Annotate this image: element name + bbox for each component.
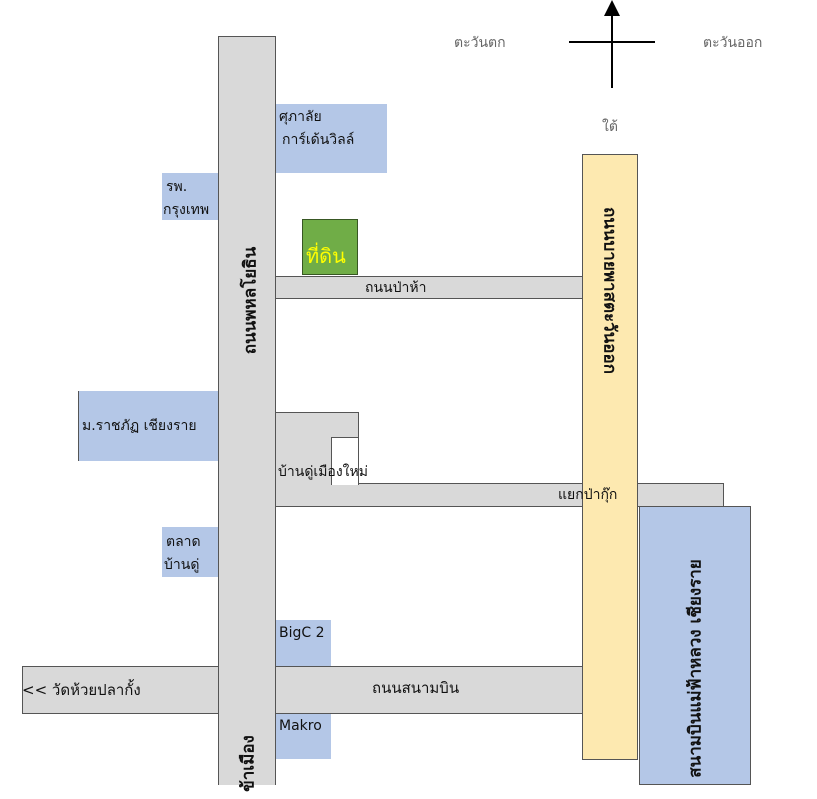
hospital-label-line1: รพ.	[166, 179, 188, 195]
market-label-line2: บ้านดู่	[164, 557, 200, 573]
bypass-east-road	[582, 154, 638, 760]
phahonyothin-road-label: ถนนพหลโยธิน	[240, 246, 261, 355]
phahonyothin-bottom-label: ข้าเมือง	[238, 735, 259, 792]
compass-east-label: ตะวันออก	[703, 35, 763, 51]
compass	[560, 0, 670, 100]
suphalai-box	[276, 104, 387, 173]
compass-west-label: ตะวันตก	[454, 35, 506, 51]
airport-box	[639, 506, 751, 785]
pa-ha-road	[274, 276, 584, 299]
rajabhat-label: ม.ราชภัฏ เชียงราย	[82, 418, 197, 434]
makro-label: Makro	[279, 718, 322, 734]
airport-name-label: สนามบินแม่ฟ้าหลวง เชียงราย	[685, 559, 706, 778]
land-label: ที่ดิน	[306, 244, 346, 268]
pa-ha-road-label: ถนนป่าห้า	[365, 280, 427, 296]
bigc-box	[276, 620, 331, 667]
airport-road-label: ถนนสนามบิน	[372, 679, 460, 697]
wat-huai-pla-kang-label: << วัดห้วยปลากั้ง	[22, 681, 141, 699]
phahonyothin-road	[218, 36, 276, 785]
yaek-pa-kuk-label: แยกป่ากุ๊ก	[558, 487, 618, 503]
compass-south-label: ใต้	[602, 119, 618, 135]
market-label-line1: ตลาด	[166, 534, 201, 550]
north-arrow-icon	[604, 0, 620, 16]
suphalai-label-line2: การ์เด้นวิลล์	[282, 132, 355, 148]
phahonyothin-airport-junction	[219, 667, 275, 713]
ban-du-side-road-inner	[331, 437, 358, 485]
suphalai-label-line1: ศุภาลัย	[279, 109, 322, 125]
compass-vertical-line	[611, 12, 613, 88]
ban-du-label: บ้านดู่เมืองใหม่	[278, 464, 368, 480]
hospital-box	[162, 173, 218, 220]
rajabhat-box	[78, 391, 219, 461]
hospital-label-line2: กรุงเทพ	[163, 202, 210, 218]
bypass-east-road-label: ถนนบายพาสตะวันออก	[599, 206, 620, 374]
market-box	[162, 527, 218, 577]
land-plot	[302, 219, 358, 275]
bigc-label: BigC 2	[279, 625, 325, 641]
makro-box	[276, 713, 331, 759]
yaek-pa-kuk-road	[274, 483, 724, 507]
airport-road	[22, 666, 584, 714]
